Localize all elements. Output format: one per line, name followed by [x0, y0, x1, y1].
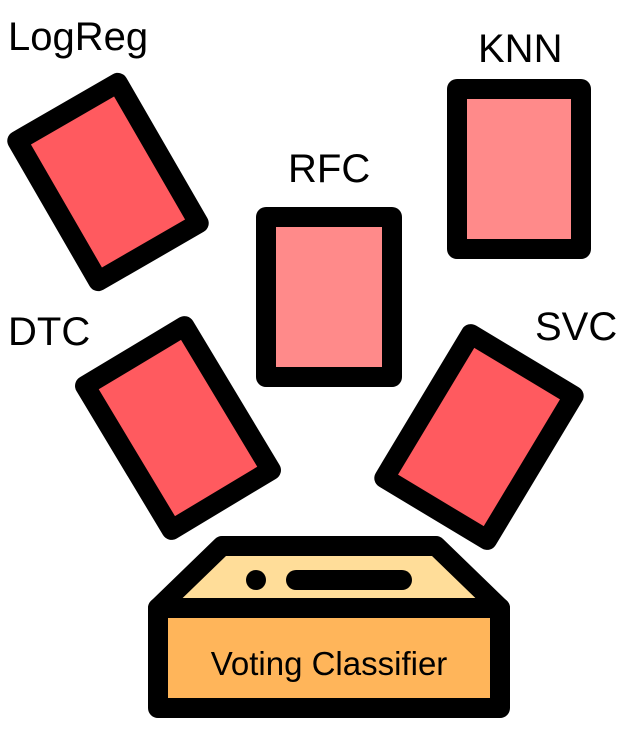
model-paper-knn: KNN — [447, 27, 591, 259]
model-label-svc: SVC — [535, 305, 617, 349]
model-paper-svc: SVC — [374, 305, 617, 550]
paper-logreg-shape — [7, 72, 209, 292]
model-label-rfc: RFC — [288, 147, 370, 191]
model-paper-rfc: RFC — [256, 147, 402, 387]
model-paper-logreg: LogReg — [7, 15, 209, 292]
model-label-dtc: DTC — [8, 310, 90, 354]
paper-knn-shape — [447, 79, 591, 259]
ballot-box: Voting Classifier — [148, 536, 510, 718]
model-label-logreg: LogReg — [8, 15, 148, 59]
model-paper-dtc: DTC — [8, 310, 281, 540]
ballot-box-label: Voting Classifier — [211, 645, 448, 682]
ballot-box-hole-icon — [246, 570, 266, 590]
paper-rfc-shape — [256, 207, 402, 387]
model-label-knn: KNN — [478, 27, 562, 71]
paper-dtc-shape — [75, 316, 281, 540]
paper-svc-shape — [374, 324, 584, 550]
ballot-box-front — [148, 598, 510, 718]
ballot-box-slot-icon — [286, 570, 412, 590]
